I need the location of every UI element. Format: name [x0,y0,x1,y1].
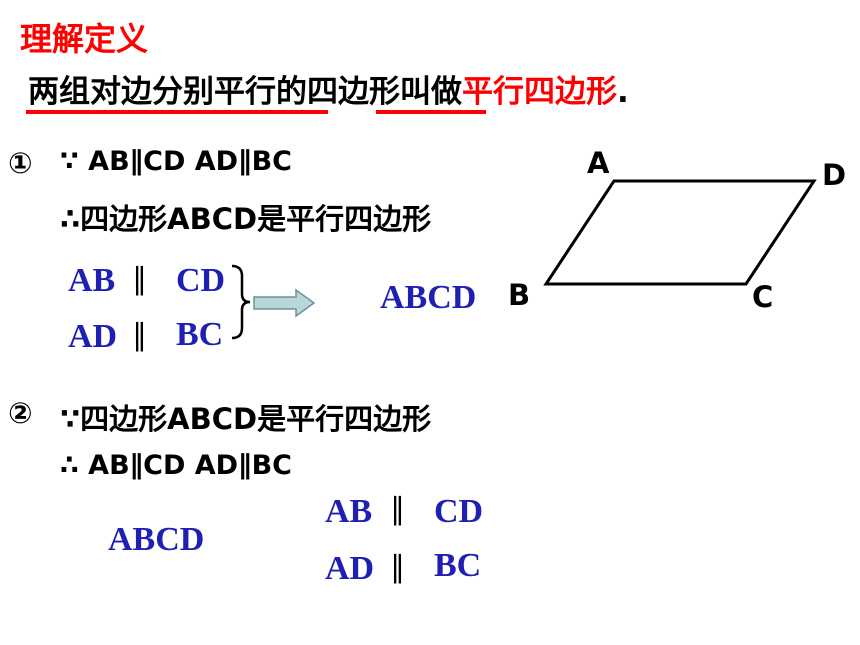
definition-underline-2 [376,110,486,114]
s1-row1-left: AB [68,262,116,299]
parallelogram-figure [543,179,817,286]
definition-term: 平行四边形 [462,74,617,110]
vertex-label-c: C [752,280,774,314]
definition-text: 两组对边分别平行的四边形叫做平行四边形. [28,66,629,111]
s1-row1-parallel: ∥ [132,262,147,297]
s1-result: ABCD [380,279,477,316]
s2-row1-left: AB [325,493,373,530]
definition-period: . [617,74,629,110]
section1-therefore: ∴四边形ABCD是平行四边形 [60,202,432,236]
definition-part1: 两组对边分别平行的 [28,74,307,110]
right-brace-icon [231,264,251,340]
section2-number: ② [8,396,33,430]
definition-part3: 叫做 [400,74,462,110]
definition-underline-1 [26,110,328,114]
section2-therefore: ∴ AB∥CD AD∥BC [60,450,292,481]
s2-row2-left: AD [325,550,375,587]
s1-row1-right: CD [176,262,226,299]
section-title: 理解定义 [20,20,149,58]
s1-row2-right: BC [176,316,224,353]
s2-row2-parallel: ∥ [390,550,405,585]
s2-row2-right: BC [434,547,482,584]
section2-because: ∵四边形ABCD是平行四边形 [60,402,432,436]
definition-part2: 四边形 [307,74,400,110]
vertex-label-a: A [587,146,610,180]
s2-row1-right: CD [434,493,484,530]
vertex-label-b: B [508,278,531,312]
s1-row2-left: AD [68,318,118,355]
implies-arrow-icon [253,288,316,318]
vertex-label-d: D [822,158,847,192]
s1-row2-parallel: ∥ [132,318,147,353]
section1-number: ① [8,146,33,180]
section1-because: ∵ AB∥CD AD∥BC [60,146,292,177]
s2-row1-parallel: ∥ [390,492,405,527]
s2-given: ABCD [108,521,205,558]
